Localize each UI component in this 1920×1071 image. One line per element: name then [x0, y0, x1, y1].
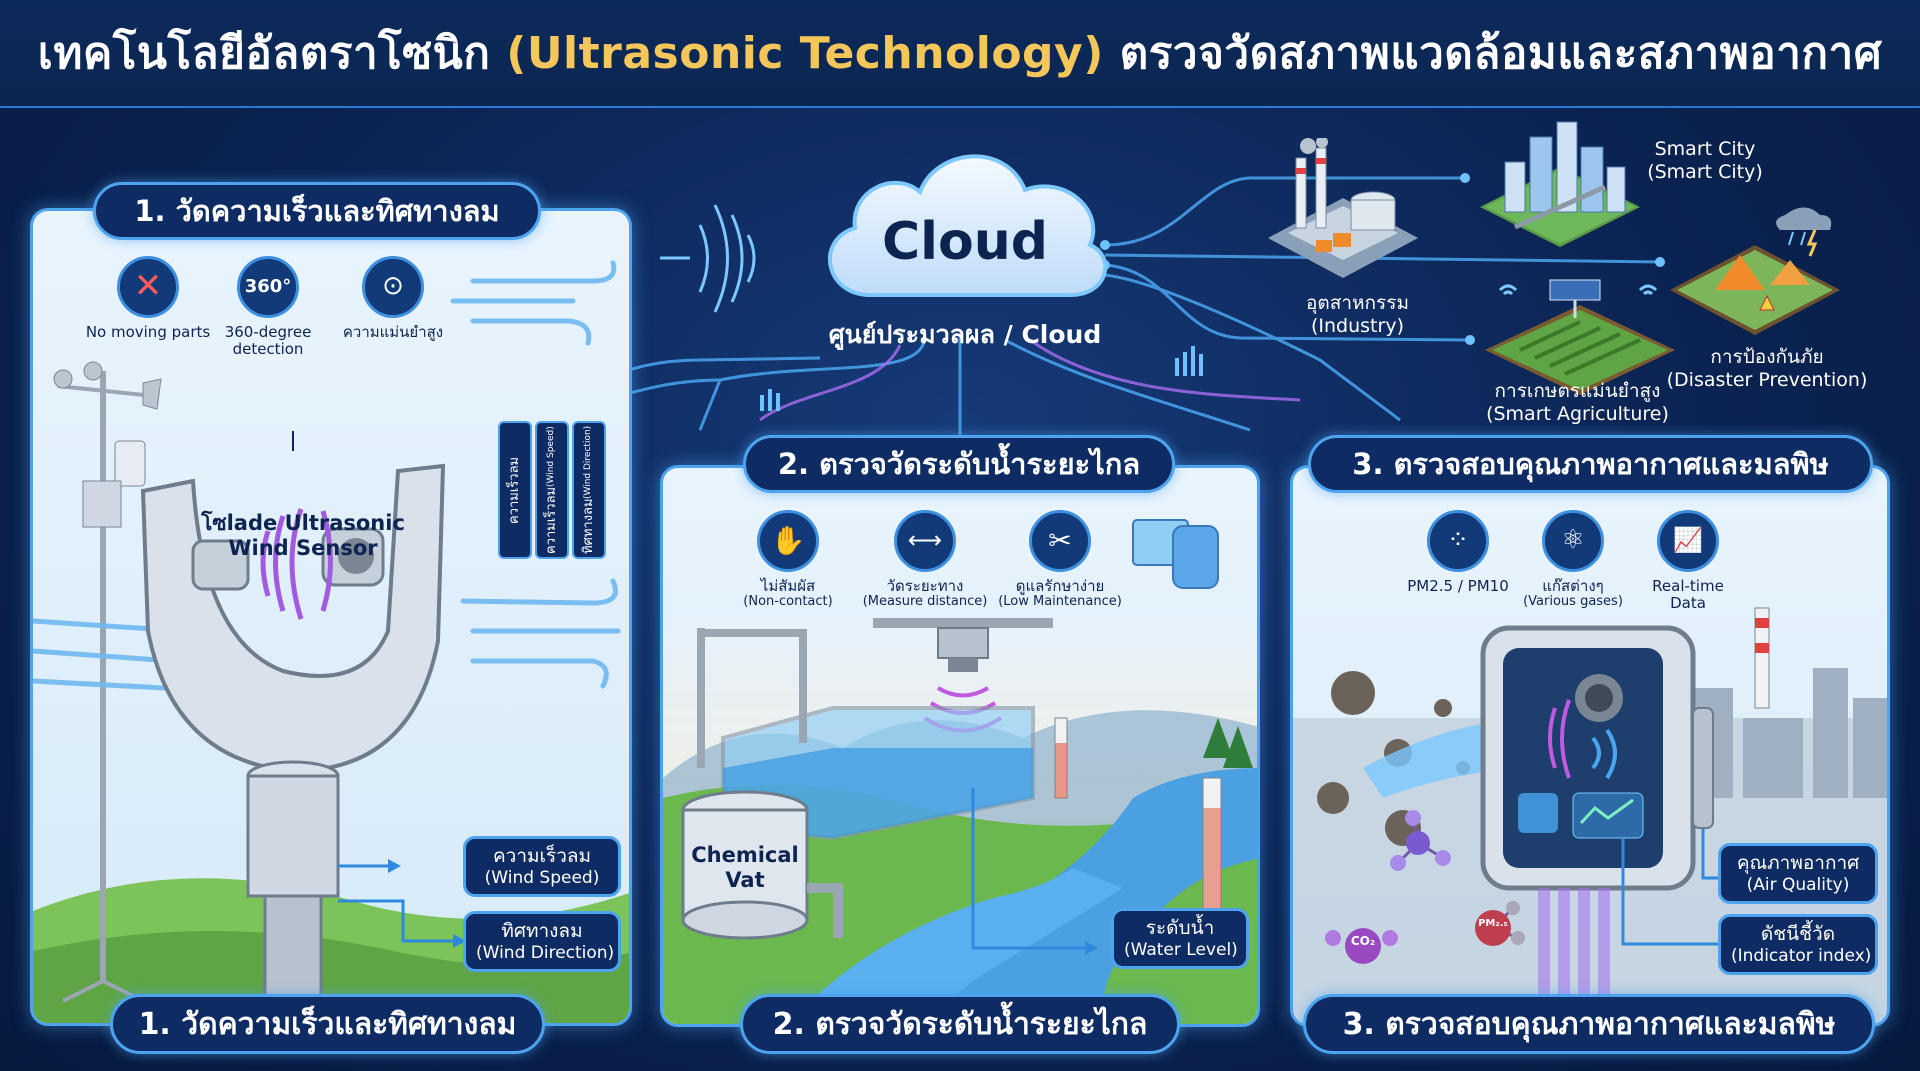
smart-agriculture-label: การเกษตรแม่นยำสูง (Smart Agriculture) [1486, 380, 1669, 425]
output-wind-direction: ทิศทางลม (Wind Direction) [463, 911, 621, 973]
smart-city-illustration [1480, 121, 1640, 247]
feature-non-contact: ✋ ไม่สัมผัส (Non-contact) [723, 510, 853, 610]
molecule-co2-label: CO₂ [1350, 934, 1376, 948]
feature-realtime: 📈 Real-time Data [1623, 510, 1753, 613]
feature-measure-distance: ⟷ วัดระยะทาง (Measure distance) [845, 510, 1005, 610]
title-suffix: ตรวจวัดสภาพแวดล้อมและสภาพอากาศ [1103, 28, 1883, 79]
panel-air-footer: 3. ตรวจสอบคุณภาพอากาศและมลพิษ [1303, 994, 1875, 1054]
panel-water: ✋ ไม่สัมผัส (Non-contact) ⟷ วัดระยะทาง (… [660, 465, 1260, 1027]
no-moving-parts-icon: ✕ [117, 256, 179, 318]
title-highlight: (Ultrasonic Technology) [506, 28, 1104, 79]
cloud-label: Cloud [882, 212, 1048, 272]
panel-air: CO₂ PM₂.₅ ⁘ PM2.5 / PM10 ⚛ แก๊สต่างๆ (Va… [1290, 465, 1890, 1027]
tab-wind-speed-1: ความเร็วลม [498, 421, 532, 559]
molecule-pm25-label: PM₂.₅ [1478, 918, 1508, 929]
hand-icon: ✋ [757, 510, 819, 572]
feature-high-accuracy: ⊙ ความแม่นยำสูง [318, 256, 468, 341]
chart-icon: 📈 [1657, 510, 1719, 572]
smart-city-label: Smart City (Smart City) [1647, 138, 1763, 183]
title-bar: เทคโนโลยีอัลตราโซนิก (Ultrasonic Technol… [0, 0, 1920, 108]
disaster-prevention-illustration [1670, 207, 1840, 335]
cloud-icon [827, 154, 1108, 297]
cloud-caption: ศูนย์ประมวลผล / Cloud [828, 320, 1102, 349]
360-degree-icon: 360° [237, 256, 299, 318]
output-air-quality: คุณภาพอากาศ (Air Quality) [1718, 843, 1878, 905]
chemical-vat-label: Chemical Vat [691, 843, 799, 893]
tools-icon: ✂ [1029, 510, 1091, 572]
page-title: เทคโนโลยีอัลตราโซนิก (Ultrasonic Technol… [38, 18, 1882, 88]
title-prefix: เทคโนโลยีอัลตราโซนิก [37, 28, 507, 79]
panel-wind-header: 1. วัดความเร็วและทิศทางลม [93, 182, 541, 240]
output-wind-speed: ความเร็วลม (Wind Speed) [463, 836, 621, 898]
panel-air-header: 3. ตรวจสอบคุณภาพอากาศและมลพิษ [1308, 435, 1873, 493]
tab-wind-direction: ทิศทางลม(Wind Direction) [572, 421, 606, 559]
target-check-icon: ⊙ [362, 256, 424, 318]
tab-wind-speed-2: ความเร็วลม(Wind Speed) [535, 421, 569, 559]
industry-illustration [1268, 138, 1418, 278]
particles-icon: ⁘ [1427, 510, 1489, 572]
sensor-label: โซlade Ultrasonic Wind Sensor [201, 511, 405, 561]
disaster-prevention-label: การป้องกันภัย (Disaster Prevention) [1666, 346, 1868, 391]
agriculture-illustration [1485, 279, 1675, 395]
output-water-level: ระดับน้ำ (Water Level) [1111, 908, 1249, 970]
feature-pm: ⁘ PM2.5 / PM10 [1383, 510, 1533, 595]
feature-360-degree: 360° 360-degree detection [193, 256, 343, 359]
output-indicator-index: ดัชนีชี้วัด (Indicator index) [1718, 914, 1878, 976]
molecules-icon: ⚛ [1542, 510, 1604, 572]
panel-water-footer: 2. ตรวจวัดระดับน้ำระยะไกล [740, 994, 1180, 1054]
feature-no-moving-parts: ✕ No moving parts [73, 256, 223, 341]
feature-gases: ⚛ แก๊สต่างๆ (Various gases) [1503, 510, 1643, 610]
measure-distance-icon: ⟷ [894, 510, 956, 572]
panel-wind-footer: 1. วัดความเร็วและทิศทางลม [110, 994, 545, 1054]
industry-label: อุตสาหกรรม (Industry) [1306, 292, 1409, 337]
panel-wind: ✕ No moving parts 360° 360-degree detect… [30, 208, 632, 1026]
feature-low-maintenance: ✂ ดูแลรักษาง่าย (Low Maintenance) [985, 510, 1135, 610]
panel-water-header: 2. ตรวจวัดระดับน้ำระยะไกล [743, 435, 1175, 493]
